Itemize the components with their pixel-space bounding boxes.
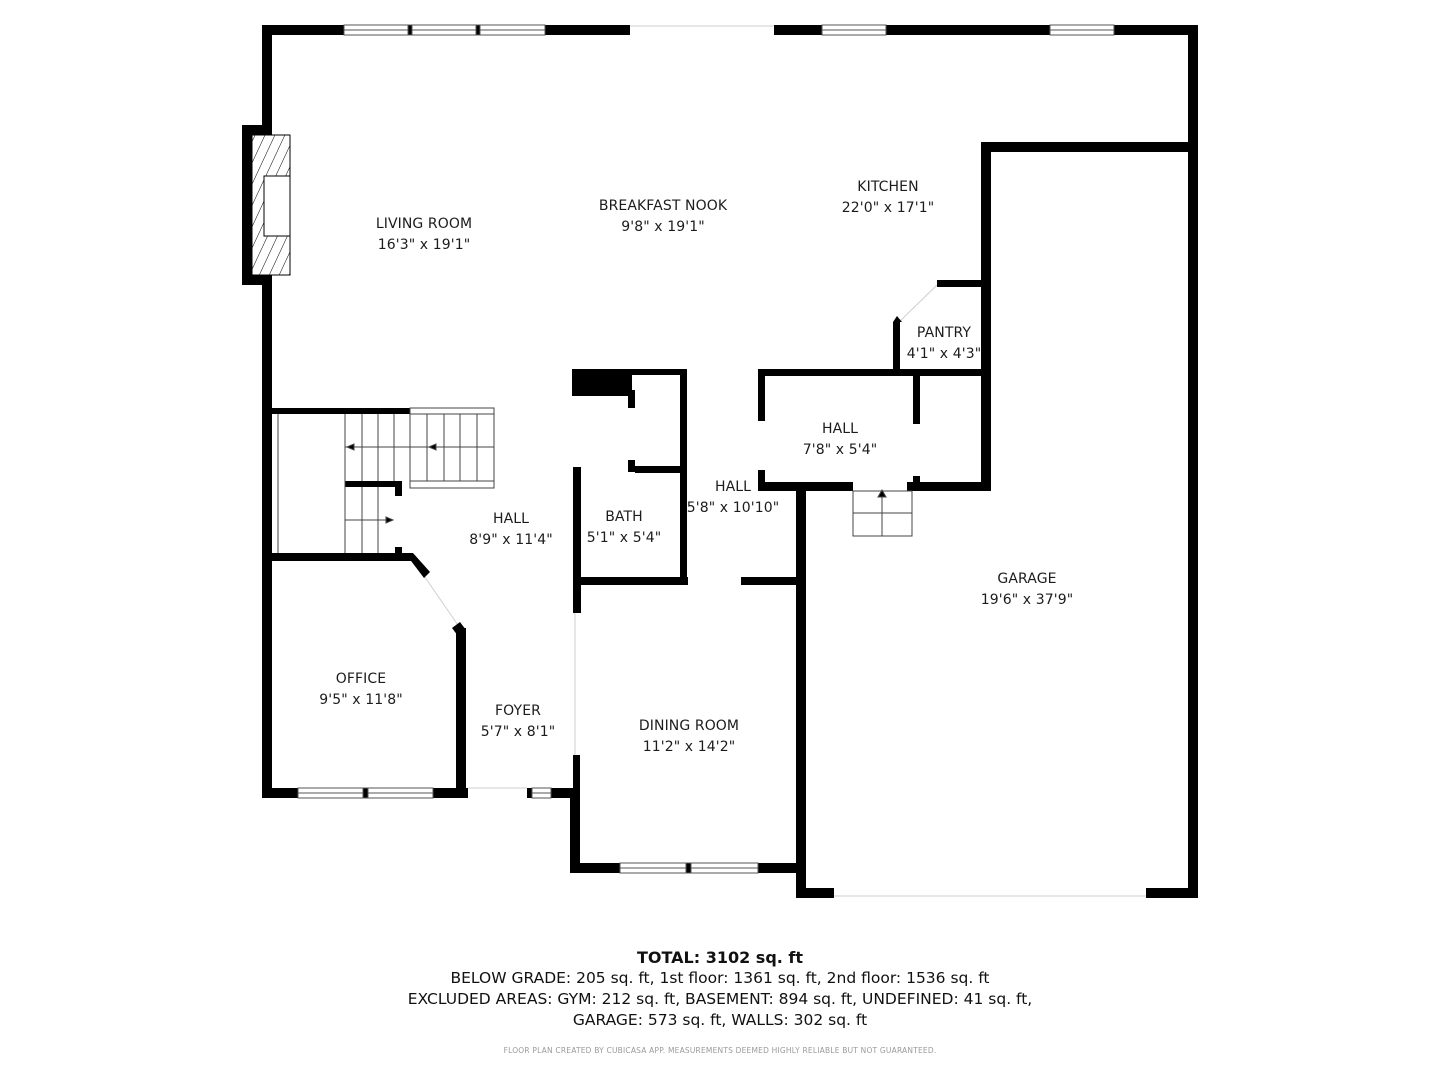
room-dimensions: 8'9" x 11'4"	[469, 532, 553, 548]
room-name: BATH	[605, 509, 643, 525]
room-office: OFFICE 9'5" x 11'8"	[319, 669, 403, 711]
floor-breakdown: BELOW GRADE: 205 sq. ft, 1st floor: 1361…	[450, 969, 990, 987]
room-dimensions: 22'0" x 17'1"	[841, 200, 935, 216]
room-dining-room: DINING ROOM 11'2" x 14'2"	[639, 716, 739, 758]
room-name: FOYER	[495, 703, 541, 719]
room-name: HALL	[492, 511, 530, 527]
room-bath: BATH 5'1" x 5'4"	[587, 507, 662, 549]
room-name: HALL	[714, 479, 752, 495]
openings	[419, 25, 1146, 897]
room-name: HALL	[821, 421, 859, 437]
room-name: GARAGE	[997, 571, 1057, 587]
room-name: PANTRY	[916, 325, 972, 341]
exterior-walls	[242, 25, 1198, 898]
room-name: DINING ROOM	[638, 718, 740, 734]
room-name: BREAKFAST NOOK	[598, 198, 728, 214]
room-hall-left: HALL 8'9" x 11'4"	[469, 509, 553, 551]
room-dimensions: 9'8" x 19'1"	[621, 219, 705, 235]
area-summary: TOTAL: 3102 sq. ft BELOW GRADE: 205 sq. …	[0, 947, 1440, 1031]
room-dimensions: 4'1" x 4'3"	[906, 346, 982, 362]
room-living-room: LIVING ROOM 16'3" x 19'1"	[376, 214, 472, 256]
room-dimensions: 16'3" x 19'1"	[377, 237, 471, 253]
room-dimensions: 19'6" x 37'9"	[980, 592, 1074, 608]
room-hall-upper: HALL 7'8" x 5'4"	[803, 419, 878, 461]
room-dimensions: 5'7" x 8'1"	[480, 724, 556, 740]
total-area: TOTAL: 3102 sq. ft	[636, 948, 804, 967]
interior-walls	[272, 280, 991, 790]
credit-note: FLOOR PLAN CREATED BY CUBICASA APP. MEAS…	[503, 1046, 937, 1055]
room-hall-center: HALL 5'8" x 10'10"	[687, 477, 780, 519]
room-name: KITCHEN	[857, 179, 919, 195]
room-name: LIVING ROOM	[375, 216, 473, 232]
excluded-areas-cont: GARAGE: 573 sq. ft, WALLS: 302 sq. ft	[572, 1011, 868, 1029]
room-dimensions: 9'5" x 11'8"	[319, 692, 403, 708]
room-kitchen: KITCHEN 22'0" x 17'1"	[842, 177, 935, 219]
room-dimensions: 5'8" x 10'10"	[686, 500, 780, 516]
room-breakfast-nook: BREAKFAST NOOK 9'8" x 19'1"	[599, 196, 727, 238]
room-garage: GARAGE 19'6" x 37'9"	[981, 569, 1074, 611]
fireplace	[251, 134, 291, 276]
room-dimensions: 11'2" x 14'2"	[642, 739, 736, 755]
excluded-areas: EXCLUDED AREAS: GYM: 212 sq. ft, BASEMEN…	[407, 990, 1033, 1008]
room-dimensions: 5'1" x 5'4"	[586, 530, 662, 546]
room-foyer: FOYER 5'7" x 8'1"	[481, 701, 556, 743]
room-pantry: PANTRY 4'1" x 4'3"	[907, 323, 982, 365]
windows	[297, 24, 1115, 874]
room-dimensions: 7'8" x 5'4"	[802, 442, 878, 458]
room-name: OFFICE	[335, 671, 387, 687]
stairs	[277, 407, 913, 553]
